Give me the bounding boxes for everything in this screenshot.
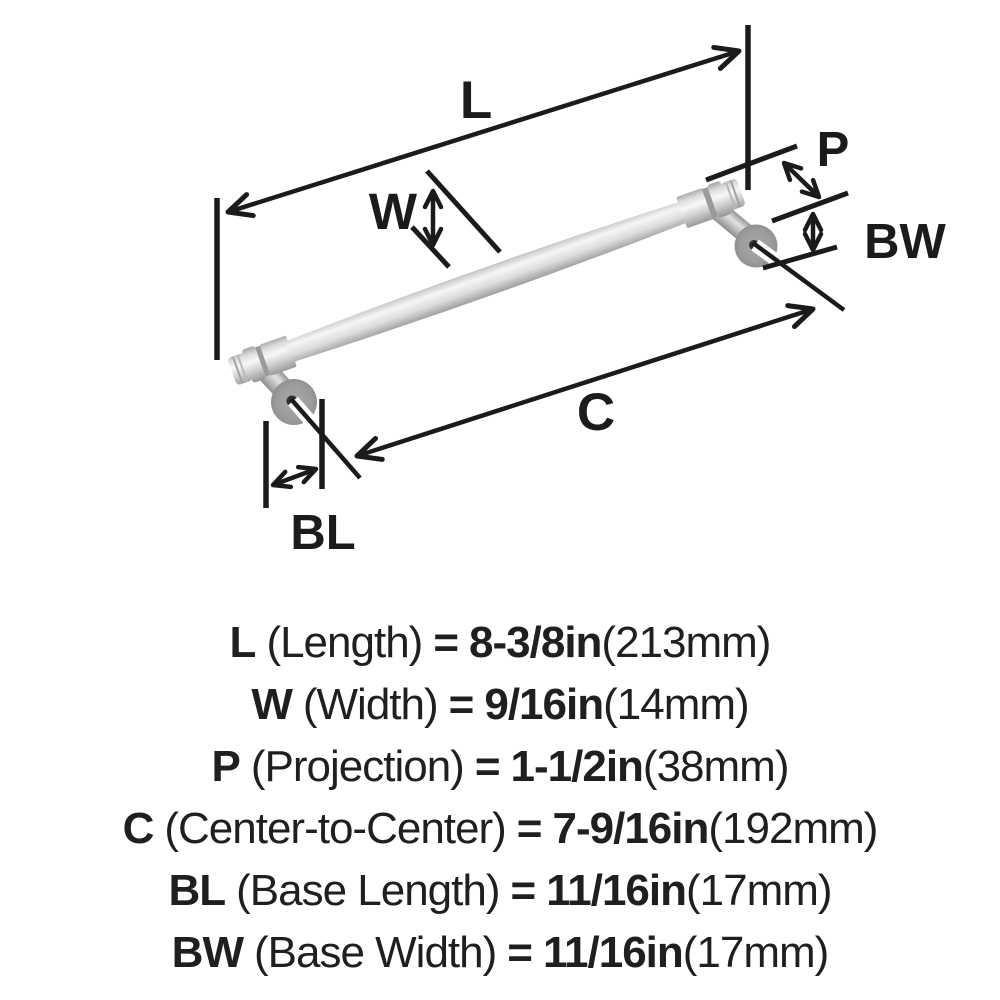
legend-metric: (213mm) [601, 618, 771, 667]
legend-equals: = [433, 618, 459, 667]
legend-label: L [229, 618, 257, 667]
label-base-length: BL [290, 506, 355, 560]
legend-value: 7-9/16in [552, 804, 710, 853]
handle-diagram-svg: L W P BW C BL [214, 25, 947, 560]
legend-label: BW [171, 928, 244, 977]
legend-metric: (17mm) [682, 928, 830, 977]
length-dimension-line [225, 44, 742, 219]
projection-dimension-arrow [781, 160, 822, 200]
legend-label: BL [168, 866, 226, 915]
legend-row-length: L(Length)=8-3/8in(213mm) [0, 612, 1000, 674]
base-length-dimension-arrow [270, 464, 319, 490]
legend-label: P [211, 742, 241, 791]
legend-equals: = [510, 866, 537, 915]
legend-label: W [251, 680, 293, 729]
center-extension-right [751, 239, 846, 314]
legend-row-center-to-center: C(Center-to-Center)=7-9/16in(192mm) [0, 798, 1000, 860]
center-dimension-line [354, 303, 816, 462]
label-center-to-center: C [577, 383, 615, 442]
legend-value: 1-1/2in [510, 742, 644, 791]
legend-equals: = [448, 680, 475, 729]
legend-equals: = [507, 928, 533, 977]
legend-name: (Width) [302, 680, 439, 729]
legend-equals: = [474, 742, 501, 791]
legend-value: 9/16in [484, 680, 604, 729]
legend-name: (Base Length) [236, 866, 500, 915]
legend-name: (Base Width) [253, 928, 497, 977]
spec-legend: L(Length)=8-3/8in(213mm) W(Width)=9/16in… [0, 612, 1000, 984]
legend-row-base-length: BL(Base Length)=11/16in(17mm) [0, 860, 1000, 922]
legend-row-base-width: BW(Base Width)=11/16in(17mm) [0, 922, 1000, 984]
legend-label: C [122, 804, 155, 853]
width-tick-short [410, 225, 451, 269]
label-base-width: BW [864, 215, 946, 269]
legend-name: (Projection) [250, 742, 465, 791]
legend-row-width: W(Width)=9/16in(14mm) [0, 674, 1000, 736]
dimension-diagram: L W P BW C BL [214, 25, 947, 560]
legend-metric: (192mm) [708, 804, 878, 853]
legend-value: 11/16in [546, 866, 687, 915]
legend-row-projection: P(Projection)=1-1/2in(38mm) [0, 736, 1000, 798]
legend-metric: (17mm) [685, 866, 833, 915]
center-extension-left [288, 396, 363, 481]
legend-value: 8-3/8in [469, 618, 602, 667]
legend-name: (Center-to-Center) [164, 804, 506, 853]
projection-tick-lower [771, 190, 849, 224]
base-width-tick-lower [762, 244, 838, 271]
label-projection: P [817, 123, 850, 177]
label-width: W [369, 183, 418, 240]
label-length: L [460, 71, 492, 130]
width-tick-long [425, 169, 502, 254]
legend-value: 11/16in [542, 928, 684, 977]
legend-equals: = [516, 804, 543, 853]
legend-name: (Length) [266, 618, 423, 667]
legend-metric: (38mm) [642, 742, 790, 791]
legend-metric: (14mm) [603, 680, 750, 729]
projection-tick-upper [705, 143, 798, 183]
